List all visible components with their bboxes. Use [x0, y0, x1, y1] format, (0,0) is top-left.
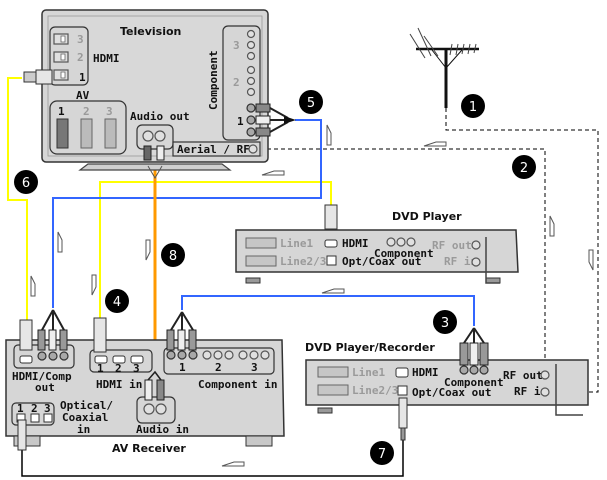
dvd-player-title: DVD Player — [392, 210, 462, 223]
television: Television 3 2 1 HDMI AV 1 2 3 Audio out — [23, 9, 296, 179]
svg-text:6: 6 — [22, 176, 30, 191]
tv-audio-out-label: Audio out — [130, 110, 190, 123]
svg-text:1: 1 — [469, 100, 477, 115]
dvd-player-rf-out: RF out — [432, 239, 472, 252]
receiver-component-in-2: 2 — [215, 361, 222, 374]
dvd-recorder-title: DVD Player/Recorder — [305, 341, 435, 354]
arrow-down-icon — [91, 274, 97, 296]
tv-component-group-1: 1 — [237, 115, 244, 128]
badge-7: 7 — [370, 441, 394, 465]
receiver-component-in-3: 3 — [251, 361, 258, 374]
dvd-player: DVD Player Line1 Line2/3 HDMI Opt/Coax o… — [235, 204, 519, 284]
receiver-hdmi-comp-out-2: out — [35, 381, 55, 394]
tv-component-jacks — [246, 29, 256, 137]
direction-arrows — [30, 124, 594, 467]
tv-av-port-3: 3 — [106, 105, 113, 118]
receiver-optical-label-3: in — [77, 423, 90, 436]
receiver-component-jacks — [166, 350, 270, 360]
badge-1: 1 — [461, 94, 485, 118]
arrow-up-icon — [57, 231, 63, 253]
tv-hdmi-port-2: 2 — [77, 51, 84, 64]
svg-text:7: 7 — [378, 447, 386, 462]
receiver-hdmi-comp-out-1: HDMI/Comp — [12, 370, 72, 383]
dvd-player-opt-coax: Opt/Coax out — [342, 255, 421, 268]
component-cable-5 — [52, 119, 322, 308]
receiver-hdmi-in-label: HDMI in — [96, 378, 142, 391]
receiver-hdmi-in-2: 2 — [115, 362, 122, 375]
badge-2: 2 — [512, 155, 536, 179]
arrow-down-icon — [145, 239, 151, 261]
tv-hdmi-port-1: 1 — [79, 71, 86, 84]
dvd-recorder-line1: Line1 — [352, 366, 385, 379]
dvd-player-line1: Line1 — [280, 237, 313, 250]
tv-title: Television — [120, 25, 181, 38]
tv-hdmi-port-3: 3 — [77, 33, 84, 46]
badge-6: 6 — [14, 170, 38, 194]
badge-8: 8 — [161, 243, 185, 267]
receiver-component-in-1: 1 — [179, 361, 186, 374]
receiver-optical-label-1: Optical/ — [60, 399, 113, 412]
svg-text:8: 8 — [169, 249, 177, 264]
svg-text:5: 5 — [307, 96, 315, 111]
hdmi-cable-6 — [7, 77, 28, 320]
dvd-recorder-rf-in: RF in — [514, 385, 547, 398]
tv-av-port-1: 1 — [58, 105, 65, 118]
arrow-down-icon — [588, 249, 594, 271]
badge-5: 5 — [299, 90, 323, 114]
component-plug-icon — [459, 327, 489, 366]
tv-component-label: Component — [207, 50, 220, 110]
tv-component-group-3: 3 — [233, 39, 240, 52]
arrow-left-icon — [321, 288, 345, 294]
av-receiver: AV Receiver HDMI/Comp out 1 2 3 HDMI in — [5, 309, 285, 455]
receiver-component-in-label: Component in — [198, 378, 277, 391]
receiver-optical-3: 3 — [44, 402, 51, 415]
arrow-up-icon — [326, 124, 332, 146]
dvd-recorder-rf-out: RF out — [503, 369, 543, 382]
tv-aerial-label: Aerial / RF — [177, 143, 250, 156]
component-plug-icon — [255, 103, 296, 137]
receiver-optical-2: 2 — [31, 402, 38, 415]
badge-3: 3 — [433, 310, 457, 334]
dvd-player-component: Component — [374, 247, 434, 260]
receiver-optical-label-2: Coaxial — [62, 411, 108, 424]
hdmi-cable-4 — [99, 181, 332, 320]
antenna-icon — [409, 27, 479, 108]
tv-av-label: AV — [76, 89, 90, 102]
receiver-hdmi-in-3: 3 — [133, 362, 140, 375]
dvd-player-line23: Line2/3 — [280, 255, 326, 268]
dvd-recorder-component: Component — [444, 376, 504, 389]
component-cable-3 — [181, 295, 475, 326]
receiver-optical-1: 1 — [17, 402, 24, 415]
receiver-hdmi-in-1: 1 — [97, 362, 104, 375]
av-receiver-title: AV Receiver — [112, 442, 186, 455]
scart-ports — [56, 118, 117, 149]
dvd-player-rf-in: RF in — [444, 255, 477, 268]
digital-audio-cable-7 — [21, 440, 404, 477]
arrow-up-icon — [30, 275, 36, 297]
dvd-recorder-hdmi: HDMI — [412, 366, 439, 379]
arrow-left-icon — [221, 461, 245, 467]
svg-text:3: 3 — [441, 316, 449, 331]
svg-text:4: 4 — [113, 295, 121, 310]
tv-hdmi-ports — [53, 33, 69, 81]
receiver-audio-in-label: Audio in — [136, 423, 189, 436]
tv-av-port-2: 2 — [83, 105, 90, 118]
dvd-recorder-opt-coax: Opt/Coax out — [412, 386, 491, 399]
dvd-recorder-line23: Line2/3 — [352, 384, 398, 397]
dvd-player-hdmi: HDMI — [342, 237, 369, 250]
svg-text:2: 2 — [520, 161, 528, 176]
tv-hdmi-label: HDMI — [93, 52, 120, 65]
arrow-up-icon — [549, 215, 555, 237]
dvd-recorder: DVD Player/Recorder Line1 Line2/3 HDMI O… — [305, 327, 589, 441]
arrow-left-icon — [261, 170, 285, 176]
tv-component-group-2: 2 — [233, 76, 240, 89]
arrow-left-icon — [423, 141, 447, 147]
badge-4: 4 — [105, 289, 129, 313]
hdmi-plug-icon — [23, 69, 53, 85]
